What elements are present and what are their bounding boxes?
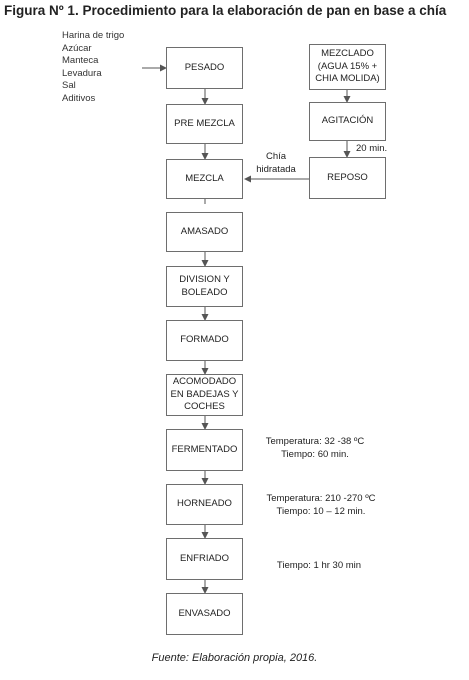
step-agitacion: AGITACIÓN <box>309 102 386 141</box>
step-acomodado: ACOMODADO EN BADEJAS Y COCHES <box>166 374 243 416</box>
agitacion-time-note: 20 min. <box>356 143 388 154</box>
horneado-temperature: Temperatura: 210 -270 ºC <box>266 493 376 504</box>
step-envasado: ENVASADO <box>166 593 243 635</box>
step-amasado-label: AMASADO <box>180 225 229 237</box>
step-pesado-label: PESADO <box>184 61 225 73</box>
step-pre-mezcla-label: PRE MEZCLA <box>174 117 235 129</box>
figure-source: Fuente: Elaboración propia, 2016. <box>151 652 318 664</box>
step-envasado-label: ENVASADO <box>178 607 231 619</box>
step-formado-label: FORMADO <box>180 334 229 346</box>
step-mezclado-label-line2: (AGUA 15% + <box>317 60 378 72</box>
fermentado-temperature: Temperatura: 32 -38 ºC <box>265 436 365 447</box>
step-fermentado-label: FERMENTADO <box>171 443 238 455</box>
step-acomodado-label-line2: EN BADEJAS Y <box>170 388 239 400</box>
ingredient-item: Levadura <box>62 67 102 79</box>
step-mezcla-label: MEZCLA <box>185 172 224 184</box>
step-division-boleado: DIVISION Y BOLEADO <box>166 266 243 307</box>
chia-label-line2: hidratada <box>256 163 296 175</box>
ingredient-item: Azúcar <box>62 42 92 54</box>
fermentado-duration: Tiempo: 60 min. <box>281 448 349 460</box>
step-horneado-label: HORNEADO <box>177 498 232 510</box>
step-reposo: REPOSO <box>309 157 386 199</box>
ingredient-list: Harina de trigo Azúcar Manteca Levadura … <box>62 30 124 106</box>
step-agitacion-label: AGITACIÓN <box>321 115 374 127</box>
ingredient-item: Manteca <box>62 55 99 67</box>
step-pre-mezcla: PRE MEZCLA <box>166 104 243 144</box>
step-horneado: HORNEADO <box>166 484 243 525</box>
step-pesado: PESADO <box>166 47 243 89</box>
step-fermentado: FERMENTADO <box>166 429 243 471</box>
step-reposo-label: REPOSO <box>327 171 368 183</box>
step-division-label-line1: DIVISION Y <box>179 274 230 285</box>
step-amasado: AMASADO <box>166 212 243 252</box>
enfriado-duration: Tiempo: 1 hr 30 min <box>276 560 362 571</box>
fermentado-conditions: Temperatura: 32 -38 ºC Tiempo: 60 min. <box>255 436 375 461</box>
horneado-conditions: Temperatura: 210 -270 ºC Tiempo: 10 – 12… <box>255 493 387 518</box>
step-acomodado-label-line3: COCHES <box>184 401 225 413</box>
step-mezcla: MEZCLA <box>166 159 243 199</box>
horneado-duration: Tiempo: 10 – 12 min. <box>276 505 366 517</box>
step-mezclado: MEZCLADO (AGUA 15% + CHIA MOLIDA) <box>309 44 386 90</box>
ingredient-item: Harina de trigo <box>62 30 125 41</box>
figure-title: Figura Nº 1. Procedimiento para la elabo… <box>4 3 447 18</box>
step-mezclado-label-line3: CHIA MOLIDA) <box>315 73 380 85</box>
step-mezclado-label-line1: MEZCLADO <box>321 48 374 60</box>
step-acomodado-label-line1: ACOMODADO <box>172 376 237 388</box>
step-formado: FORMADO <box>166 320 243 361</box>
ingredient-item: Aditivos <box>62 92 96 104</box>
step-division-label-line2: BOLEADO <box>181 286 228 298</box>
ingredient-item: Sal <box>62 80 76 92</box>
step-enfriado: ENFRIADO <box>166 538 243 580</box>
chia-label-line1: Chía <box>265 151 287 162</box>
step-enfriado-label: ENFRIADO <box>179 552 230 564</box>
chia-hidratada-label: Chía hidratada <box>250 151 302 176</box>
